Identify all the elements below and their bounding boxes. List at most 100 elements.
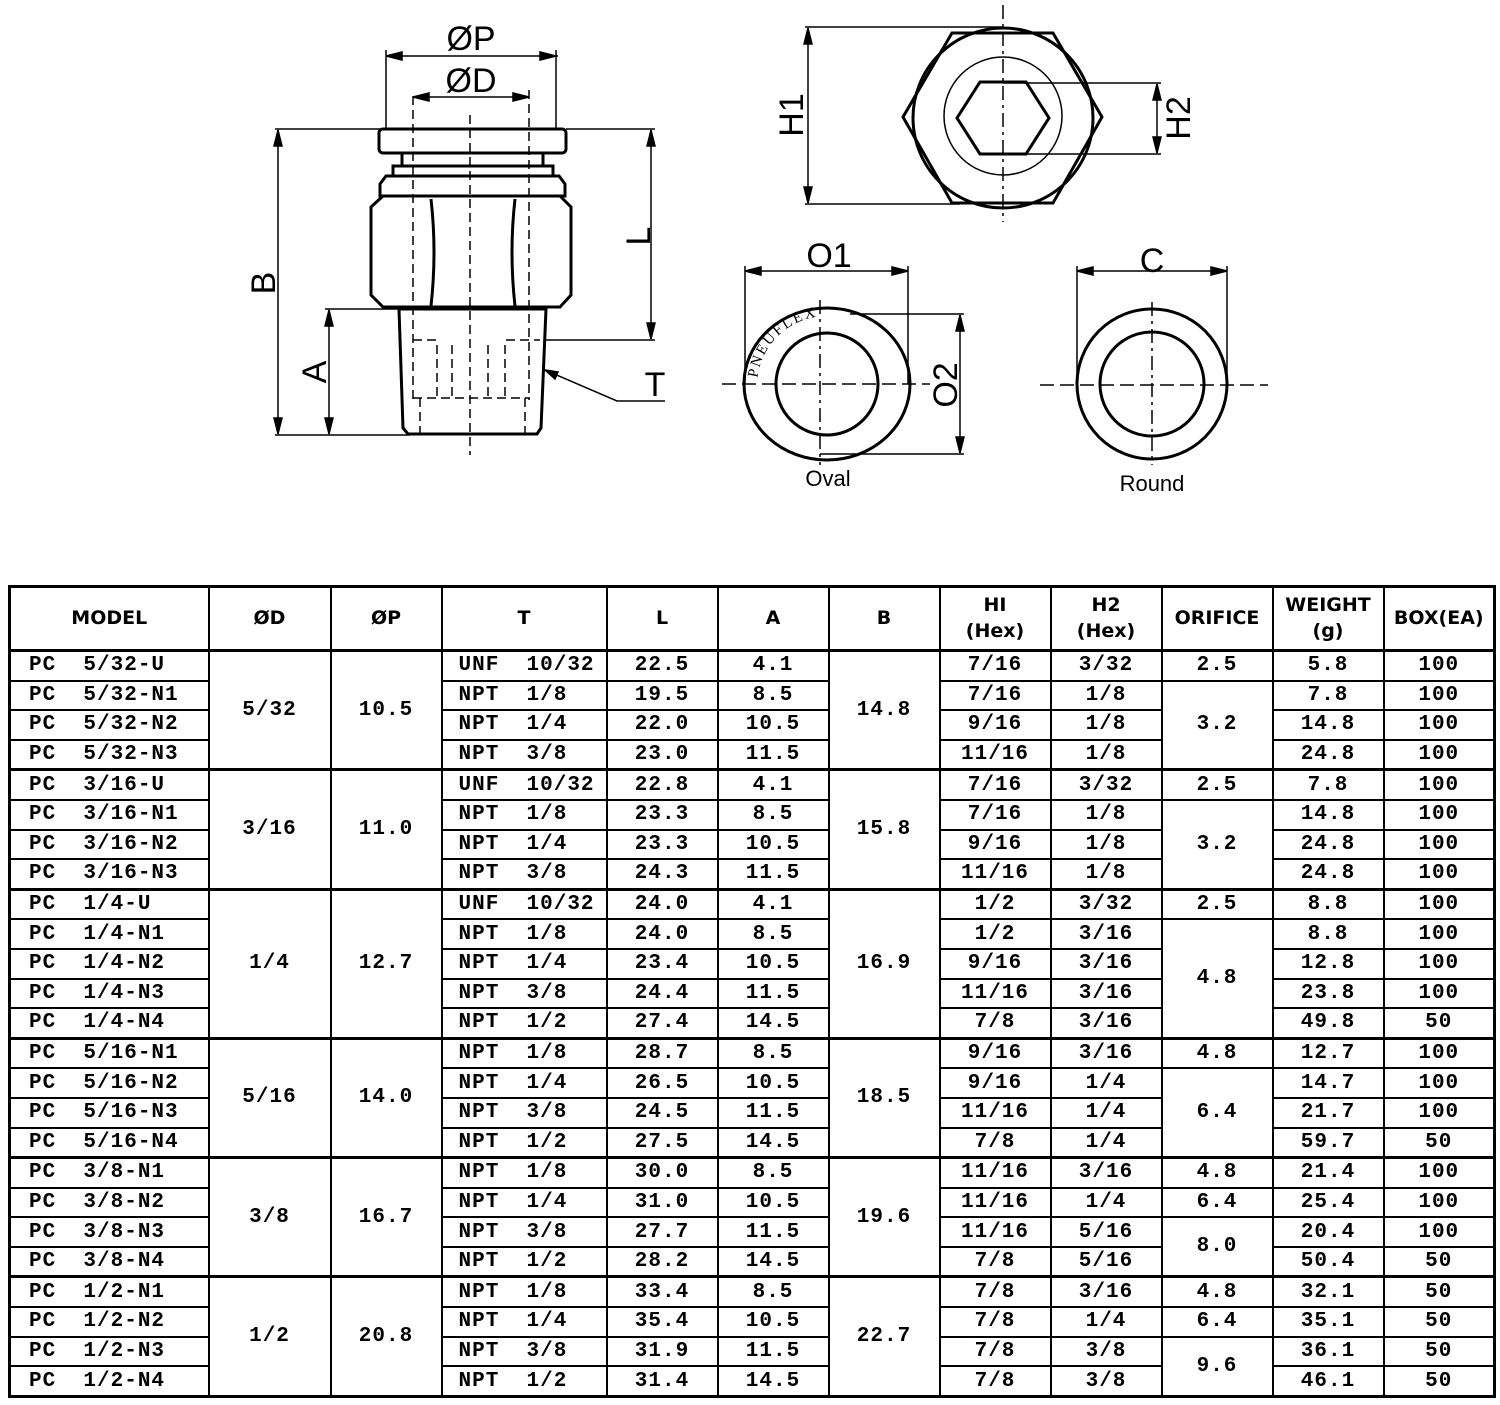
header-b: B bbox=[827, 585, 941, 652]
cell-b: 16.9 bbox=[827, 887, 941, 1040]
cell-orifice: 9.6 bbox=[1160, 1335, 1274, 1398]
side-view bbox=[369, 127, 573, 436]
cell-h2: 3/16 bbox=[1049, 1156, 1163, 1189]
cell-thread: UNF 10/32 bbox=[440, 768, 608, 801]
cell-a: 4.1 bbox=[716, 887, 830, 921]
cell-a: 14.5 bbox=[716, 1007, 830, 1040]
cell-box: 50 bbox=[1382, 1335, 1496, 1368]
cell-l: 33.4 bbox=[605, 1275, 719, 1309]
cell-box: 100 bbox=[1382, 828, 1496, 861]
cell-thread: NPT 1/4 bbox=[440, 1306, 608, 1338]
cell-weight: 21.4 bbox=[1271, 1156, 1385, 1189]
cell-l: 24.0 bbox=[605, 918, 719, 950]
cell-model: PC 5/32-N3 bbox=[8, 738, 210, 771]
cell-b: 18.5 bbox=[827, 1036, 941, 1159]
cell-op: 11.0 bbox=[329, 768, 443, 891]
cell-model: PC 5/32-N1 bbox=[8, 679, 210, 712]
cell-l: 35.4 bbox=[605, 1306, 719, 1338]
cell-h2: 3/32 bbox=[1049, 648, 1163, 682]
cell-weight: 14.8 bbox=[1271, 709, 1385, 741]
cell-model: PC 1/4-N1 bbox=[8, 918, 210, 950]
cell-h1: 7/16 bbox=[938, 679, 1052, 712]
cell-h2: 1/4 bbox=[1049, 1126, 1163, 1159]
cell-a: 8.5 bbox=[716, 679, 830, 712]
cell-a: 14.5 bbox=[716, 1126, 830, 1159]
cell-l: 23.3 bbox=[605, 828, 719, 861]
caption-oval: Oval bbox=[805, 466, 850, 491]
cell-weight: 49.8 bbox=[1271, 1007, 1385, 1040]
cell-box: 100 bbox=[1382, 709, 1496, 741]
cell-orifice: 3.2 bbox=[1160, 798, 1274, 891]
cell-h1: 11/16 bbox=[938, 1216, 1052, 1248]
cell-h1: 7/8 bbox=[938, 1007, 1052, 1040]
cell-weight: 35.1 bbox=[1271, 1306, 1385, 1338]
cell-h2: 3/8 bbox=[1049, 1335, 1163, 1368]
cell-l: 28.2 bbox=[605, 1245, 719, 1278]
side-view-dimensions bbox=[273, 50, 665, 436]
cell-orifice: 8.0 bbox=[1160, 1216, 1274, 1278]
cell-box: 100 bbox=[1382, 679, 1496, 712]
cell-model: PC 3/8-N4 bbox=[8, 1245, 210, 1278]
cell-h1: 9/16 bbox=[938, 947, 1052, 980]
cell-h1: 9/16 bbox=[938, 1067, 1052, 1099]
cell-a: 14.5 bbox=[716, 1365, 830, 1398]
cell-model: PC 3/8-N3 bbox=[8, 1216, 210, 1248]
cell-b: 19.6 bbox=[827, 1156, 941, 1278]
cell-model: PC 3/16-N2 bbox=[8, 828, 210, 861]
cell-a: 10.5 bbox=[716, 1306, 830, 1338]
cell-model: PC 3/16-U bbox=[8, 768, 210, 801]
cell-weight: 12.8 bbox=[1271, 947, 1385, 980]
cell-orifice: 6.4 bbox=[1160, 1067, 1274, 1159]
header-t: T bbox=[440, 585, 608, 652]
cell-h1: 1/2 bbox=[938, 887, 1052, 921]
cell-h2: 3/8 bbox=[1049, 1365, 1163, 1398]
cell-h1: 11/16 bbox=[938, 738, 1052, 771]
caption-round: Round bbox=[1120, 471, 1185, 496]
cell-a: 10.5 bbox=[716, 709, 830, 741]
cell-model: PC 5/32-U bbox=[8, 648, 210, 682]
cell-a: 11.5 bbox=[716, 977, 830, 1010]
cell-a: 8.5 bbox=[716, 1036, 830, 1070]
cell-h2: 1/8 bbox=[1049, 709, 1163, 741]
cell-box: 100 bbox=[1382, 918, 1496, 950]
cell-h1: 9/16 bbox=[938, 1036, 1052, 1070]
cell-thread: NPT 3/8 bbox=[440, 1335, 608, 1368]
cell-a: 10.5 bbox=[716, 947, 830, 980]
cell-l: 23.0 bbox=[605, 738, 719, 771]
cell-h2: 1/8 bbox=[1049, 828, 1163, 861]
cell-h2: 5/16 bbox=[1049, 1245, 1163, 1278]
cell-weight: 12.7 bbox=[1271, 1036, 1385, 1070]
cell-model: PC 5/16-N1 bbox=[8, 1036, 210, 1070]
cell-weight: 21.7 bbox=[1271, 1096, 1385, 1129]
cell-thread: NPT 1/4 bbox=[440, 1067, 608, 1099]
cell-h2: 3/32 bbox=[1049, 887, 1163, 921]
cell-h2: 1/8 bbox=[1049, 798, 1163, 831]
cell-box: 50 bbox=[1382, 1306, 1496, 1338]
header-a: A bbox=[716, 585, 830, 652]
cell-h2: 3/16 bbox=[1049, 1007, 1163, 1040]
cell-weight: 8.8 bbox=[1271, 918, 1385, 950]
cell-a: 11.5 bbox=[716, 1335, 830, 1368]
cell-orifice: 4.8 bbox=[1160, 1036, 1274, 1070]
cell-a: 11.5 bbox=[716, 1216, 830, 1248]
cell-l: 27.4 bbox=[605, 1007, 719, 1040]
cell-weight: 24.8 bbox=[1271, 738, 1385, 771]
cell-a: 4.1 bbox=[716, 648, 830, 682]
label-a: A bbox=[296, 360, 334, 383]
cell-l: 23.4 bbox=[605, 947, 719, 980]
cell-model: PC 1/2-N3 bbox=[8, 1335, 210, 1368]
cell-thread: NPT 1/8 bbox=[440, 1156, 608, 1189]
cell-h2: 1/4 bbox=[1049, 1186, 1163, 1219]
cell-thread: NPT 1/8 bbox=[440, 798, 608, 831]
cell-weight: 7.8 bbox=[1271, 768, 1385, 801]
cell-weight: 23.8 bbox=[1271, 977, 1385, 1010]
